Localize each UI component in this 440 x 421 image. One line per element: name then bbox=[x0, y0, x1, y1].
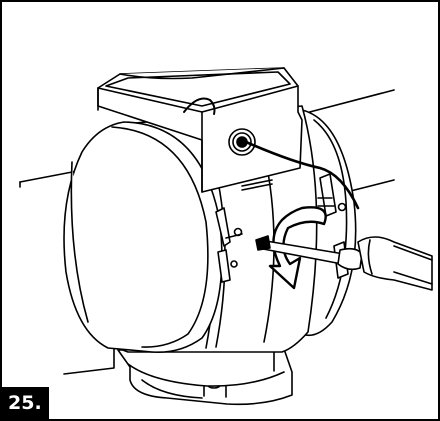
inlet-flange bbox=[63, 121, 223, 354]
screwdriver-icon bbox=[255, 235, 433, 291]
power-cable bbox=[183, 97, 360, 210]
mounting-clamp-icon bbox=[215, 207, 243, 283]
rotation-arrow-icon bbox=[268, 206, 327, 290]
mounting-bracket-icon bbox=[117, 348, 293, 406]
cable-gland-icon bbox=[228, 128, 256, 156]
step-number-badge: 25. bbox=[2, 387, 49, 419]
